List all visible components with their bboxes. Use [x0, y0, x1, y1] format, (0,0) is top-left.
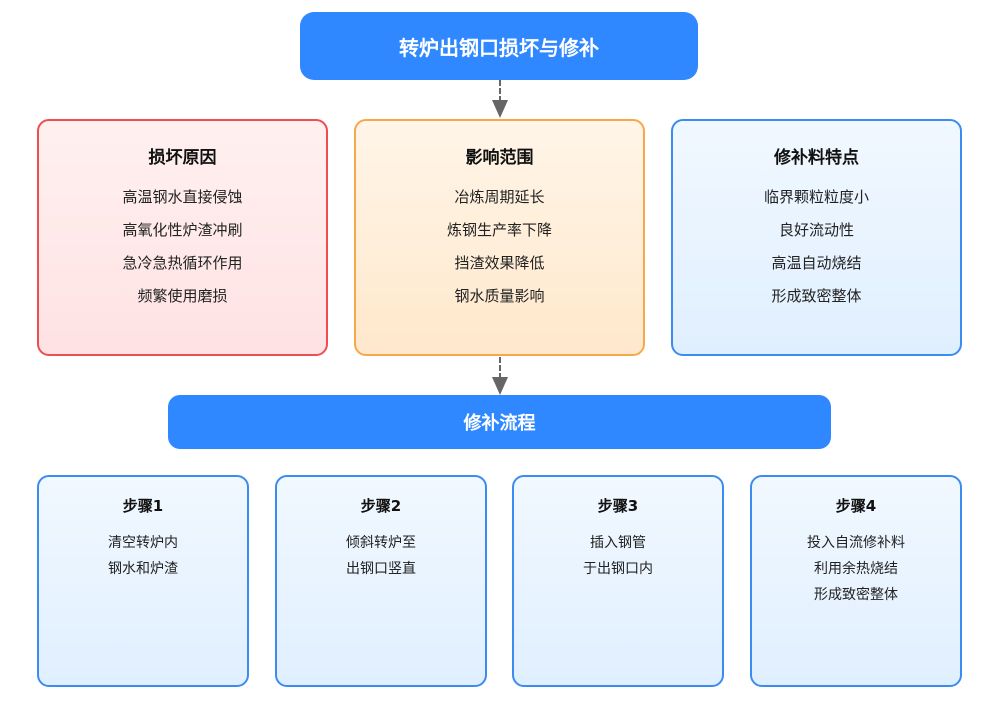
step-heading: 步骤3 [597, 497, 639, 515]
list-item: 倾斜转炉至 [346, 535, 416, 551]
step-heading: 步骤2 [360, 497, 402, 515]
process-title: 修补流程 [463, 413, 536, 434]
list-item: 高氧化性炉渣冲刷 [122, 221, 243, 239]
arrow-down-icon [492, 377, 508, 395]
list-item: 临界颗粒粒度小 [763, 188, 869, 206]
damage-causes-card: 损坏原因 高温钢水直接侵蚀 高氧化性炉渣冲刷 急冷急热循环作用 频繁使用磨损 [37, 119, 328, 356]
step-card-3: 步骤3 插入钢管 于出钢口内 [512, 475, 724, 687]
connector-line [499, 80, 501, 102]
list-item: 插入钢管 [590, 535, 646, 551]
impact-scope-card: 影响范围 冶炼周期延长 炼钢生产率下降 挡渣效果降低 钢水质量影响 [354, 119, 645, 356]
list-item: 频繁使用磨损 [137, 287, 228, 305]
card-heading: 修补料特点 [774, 148, 859, 168]
title-node: 转炉出钢口损坏与修补 [300, 12, 698, 80]
list-item: 急冷急热循环作用 [122, 254, 243, 272]
list-item: 冶炼周期延长 [454, 188, 545, 206]
card-heading: 损坏原因 [148, 148, 217, 168]
list-item: 钢水质量影响 [454, 287, 545, 305]
arrow-down-icon [492, 100, 508, 118]
step-heading: 步骤4 [835, 497, 877, 515]
list-item: 出钢口竖直 [346, 561, 416, 577]
step-heading: 步骤1 [122, 497, 164, 515]
list-item: 清空转炉内 [108, 535, 178, 551]
process-node: 修补流程 [168, 395, 831, 449]
material-features-card: 修补料特点 临界颗粒粒度小 良好流动性 高温自动烧结 形成致密整体 [671, 119, 962, 356]
list-item: 形成致密整体 [814, 587, 898, 603]
card-heading: 影响范围 [465, 148, 534, 168]
step-card-4: 步骤4 投入自流修补料 利用余热烧结 形成致密整体 [750, 475, 962, 687]
step-card-2: 步骤2 倾斜转炉至 出钢口竖直 [275, 475, 487, 687]
list-item: 投入自流修补料 [807, 535, 905, 551]
list-item: 钢水和炉渣 [108, 561, 178, 577]
list-item: 炼钢生产率下降 [446, 221, 552, 239]
connector-line [499, 357, 501, 379]
list-item: 形成致密整体 [771, 287, 862, 305]
list-item: 高温自动烧结 [771, 254, 862, 272]
list-item: 于出钢口内 [583, 561, 653, 577]
list-item: 利用余热烧结 [814, 561, 898, 577]
title-text: 转炉出钢口损坏与修补 [399, 35, 599, 60]
list-item: 良好流动性 [778, 221, 854, 239]
step-card-1: 步骤1 清空转炉内 钢水和炉渣 [37, 475, 249, 687]
list-item: 挡渣效果降低 [454, 254, 545, 272]
list-item: 高温钢水直接侵蚀 [122, 188, 243, 206]
